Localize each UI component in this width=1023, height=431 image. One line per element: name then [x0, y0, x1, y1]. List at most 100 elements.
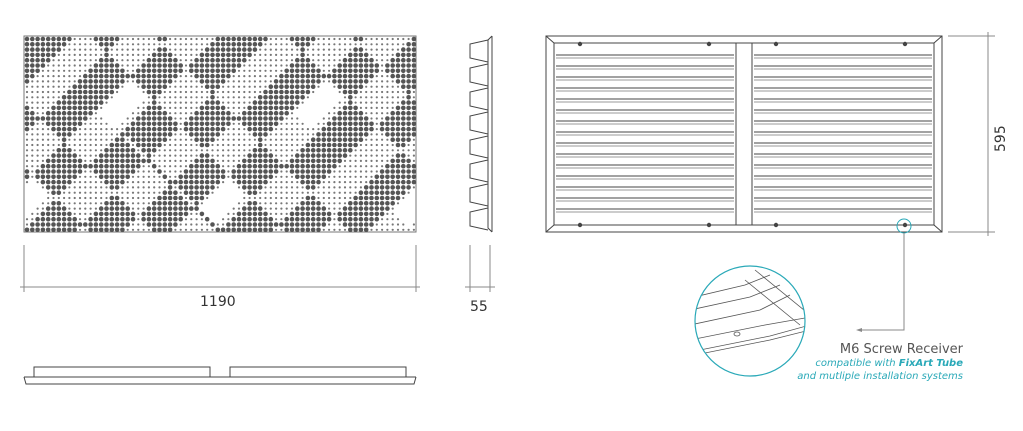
perforation-dot: [379, 195, 385, 201]
perforation-dot: [40, 42, 46, 47]
perforation-dot: [178, 206, 183, 211]
perforation-dot: [40, 222, 46, 227]
perforation-dot: [353, 57, 358, 63]
perforation-dot: [211, 149, 214, 152]
perforation-dot: [88, 89, 93, 95]
perforation-dot: [100, 133, 103, 136]
perforation-dot: [35, 174, 40, 180]
perforation-dot: [236, 52, 242, 58]
perforation-dot: [40, 227, 46, 233]
perforation-dot: [401, 190, 406, 195]
perforation-dot: [153, 37, 156, 41]
perforation-dot: [142, 101, 145, 104]
perforation-dot: [268, 105, 274, 111]
perforation-dot: [285, 212, 288, 215]
perforation-dot: [379, 190, 385, 195]
perforation-dot: [45, 121, 51, 127]
perforation-dot: [257, 216, 263, 222]
perforation-dot: [51, 153, 56, 158]
perforation-dot: [121, 64, 124, 67]
perforation-dot: [381, 37, 384, 41]
perforation-dot: [210, 84, 215, 89]
perforation-dot: [215, 105, 221, 111]
perforation-dot: [210, 73, 215, 79]
perforation-dot: [67, 169, 72, 174]
perforation-dot: [174, 85, 177, 88]
perforation-dot: [269, 75, 272, 78]
perforation-dot: [401, 105, 406, 111]
perforation-dot: [47, 69, 50, 72]
perforation-dot: [78, 128, 82, 131]
perforation-dot: [146, 158, 152, 164]
perforation-dot: [63, 48, 66, 51]
perforation-dot: [343, 159, 347, 162]
perforation-dot: [126, 122, 129, 125]
perforation-dot: [163, 43, 166, 46]
perforation-dot: [289, 63, 295, 68]
perforation-dot: [374, 63, 380, 68]
perforation-dot: [83, 105, 88, 111]
perforation-dot: [322, 202, 325, 205]
perforation-dot: [57, 80, 60, 83]
perforation-dot: [184, 223, 188, 226]
perforation-dot: [199, 73, 205, 79]
perforation-dot: [284, 73, 290, 79]
perforation-dot: [363, 201, 369, 206]
perforation-dot: [52, 138, 55, 141]
perforation-dot: [109, 174, 115, 180]
perforation-dot: [253, 64, 256, 67]
perforation-dot: [78, 175, 82, 178]
perforation-dot: [385, 174, 390, 180]
perforation-dot: [370, 80, 373, 83]
perforation-dot: [67, 211, 72, 217]
perforation-dot: [204, 163, 210, 169]
perforation-dot: [365, 149, 368, 152]
perforation-dot: [210, 163, 215, 169]
perforation-dot: [158, 154, 161, 157]
perforation-dot: [237, 128, 241, 131]
perforation-dot: [358, 211, 364, 217]
perforation-dot: [349, 37, 352, 41]
perforation-dot: [369, 179, 374, 185]
perforation-dot: [199, 126, 205, 132]
perforation-dot: [333, 85, 336, 88]
perforation-dot: [146, 57, 152, 63]
perforation-dot: [83, 116, 88, 121]
perforation-dot: [252, 158, 258, 164]
perforation-dot: [125, 158, 130, 164]
perforation-dot: [337, 79, 343, 84]
perforation-dot: [73, 207, 76, 210]
perforation-dot: [167, 211, 173, 217]
perforation-dot: [109, 63, 115, 68]
perforation-dot: [365, 112, 368, 115]
perforation-dot: [167, 73, 173, 79]
perforation-dot: [358, 36, 364, 42]
perforation-dot: [167, 222, 173, 227]
perforation-dot: [390, 116, 396, 121]
perforation-dot: [78, 186, 82, 189]
perforation-dot: [210, 110, 215, 116]
perforation-dot: [375, 112, 378, 115]
perforation-dot: [167, 216, 173, 222]
screw-icon: [577, 41, 583, 47]
perforation-dot: [63, 69, 66, 72]
perforation-dot: [349, 48, 352, 51]
perforation-dot: [184, 90, 188, 94]
perforation-dot: [83, 73, 88, 79]
perforation-dot: [401, 158, 406, 164]
perforation-dot: [290, 154, 294, 157]
perforation-dot: [264, 69, 267, 72]
perforation-dot: [189, 195, 194, 201]
perforation-dot: [247, 158, 252, 164]
perforation-dot: [236, 57, 242, 63]
perforation-dot: [130, 121, 136, 127]
perforation-dot: [379, 185, 385, 190]
perforation-dot: [279, 95, 284, 100]
perforation-dot: [190, 218, 193, 221]
perforation-dot: [353, 126, 358, 132]
perforation-dot: [41, 106, 45, 109]
perforation-dot: [47, 96, 50, 99]
perforation-dot: [391, 37, 394, 41]
perforation-dot: [348, 137, 353, 142]
